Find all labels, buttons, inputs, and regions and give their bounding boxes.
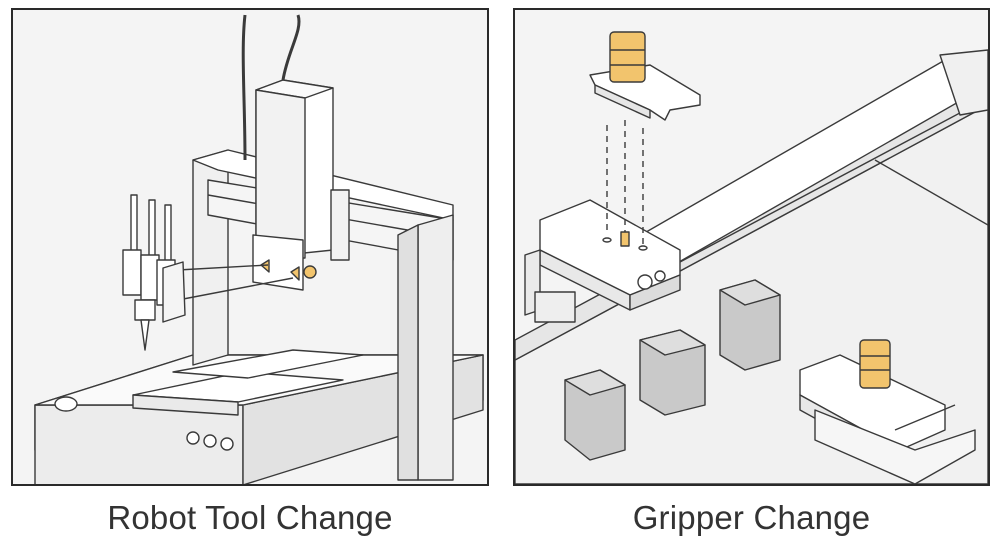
tool-mount-plate	[252, 234, 304, 291]
control-button	[203, 434, 217, 448]
robot-tool-change-illustration	[34, 14, 484, 484]
z-axis-head	[241, 14, 350, 291]
connector-knob	[303, 265, 317, 279]
locating-pin	[260, 259, 270, 273]
power-knob	[54, 396, 78, 412]
gripper-station-right	[799, 339, 976, 484]
locating-pin	[290, 266, 300, 281]
gripper-change-panel	[513, 8, 990, 486]
gripper-cup	[859, 339, 891, 389]
dispensing-tool-cartridge	[122, 194, 294, 351]
control-button	[220, 437, 234, 451]
gripper-change-caption: Gripper Change	[632, 499, 871, 536]
gripper-cup	[609, 31, 646, 83]
gripper-station-left	[524, 199, 681, 323]
gripper-tool-detached	[589, 31, 701, 245]
control-button	[186, 431, 200, 445]
locating-pin	[620, 231, 630, 247]
robot-tool-change-panel	[11, 8, 489, 486]
robot-tool-change-caption: Robot Tool Change	[107, 499, 393, 536]
workpiece-blocks	[564, 279, 781, 461]
gripper-change-illustration	[515, 31, 988, 484]
